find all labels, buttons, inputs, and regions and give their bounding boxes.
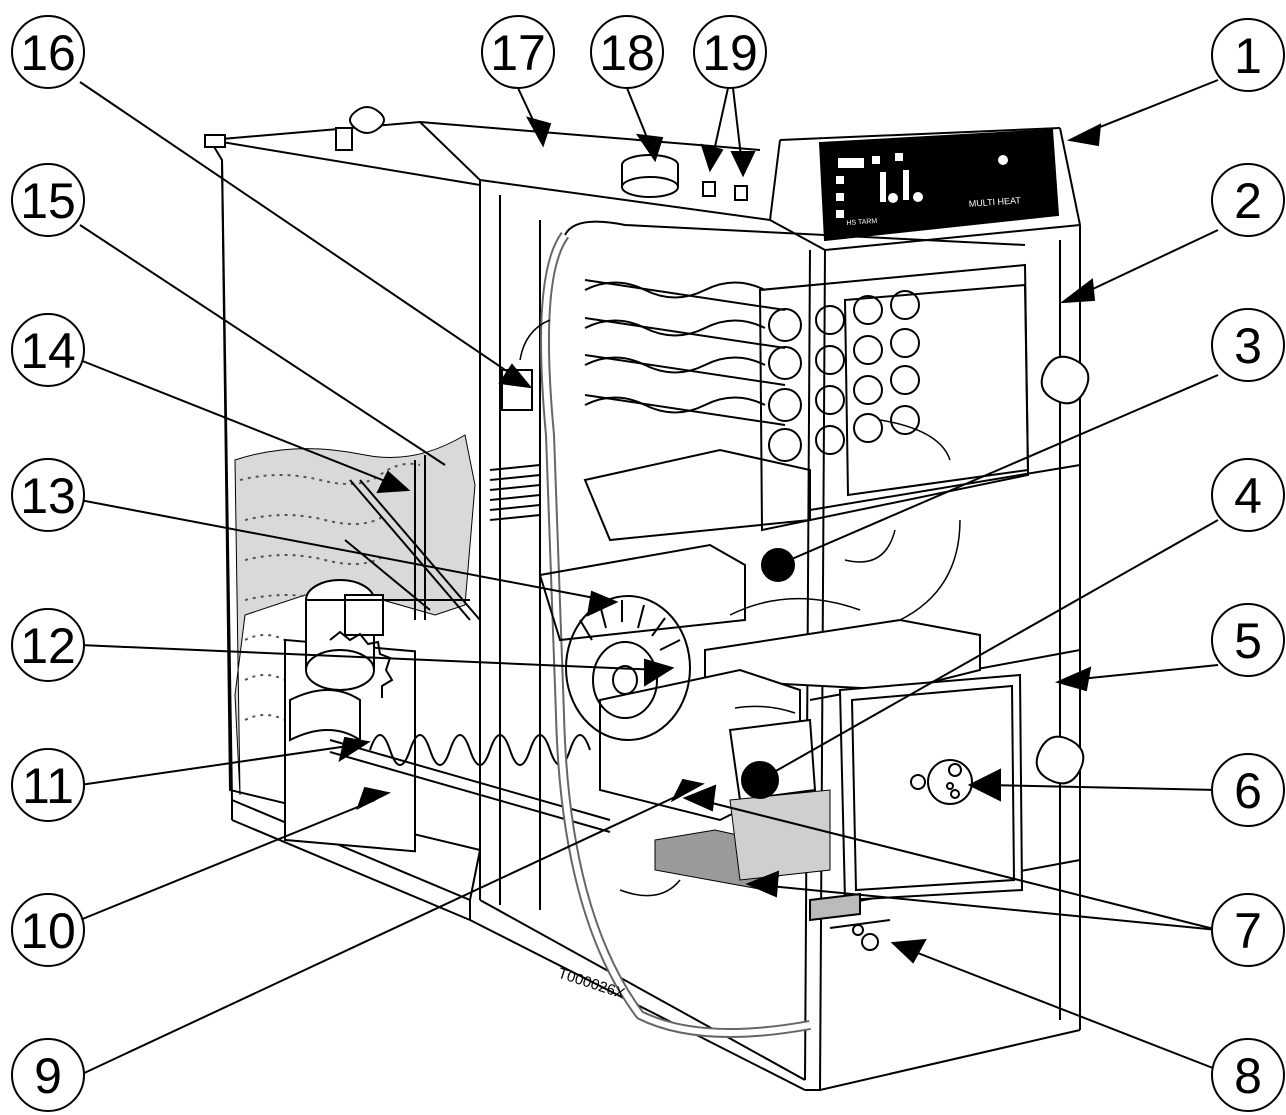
callout-5: 5: [1234, 613, 1262, 669]
callout-12: 12: [20, 618, 76, 674]
callout-3: 3: [1234, 318, 1262, 374]
callout-14: 14: [20, 323, 76, 379]
panel-brand-text: MULTI HEAT: [968, 195, 1021, 209]
control-panel: [818, 128, 1060, 242]
callout-10: 10: [20, 903, 76, 959]
callout-9: 9: [34, 1048, 62, 1104]
vent-grille: [489, 464, 541, 521]
callout-18: 18: [599, 25, 655, 81]
water-jacket: [540, 232, 811, 1038]
ash-door-porthole: [910, 759, 973, 805]
callout-circles: [11, 15, 1285, 1112]
callout-4: 4: [1234, 468, 1262, 524]
boiler-body: [469, 127, 1081, 1091]
callout-16: 16: [20, 25, 76, 81]
burner-ash-bed: [654, 789, 891, 951]
door-knobs: [1035, 355, 1090, 785]
callout-13: 13: [20, 468, 76, 524]
callout-8: 8: [1234, 1048, 1262, 1104]
hopper-lid-knob: [335, 106, 385, 151]
callout-11: 11: [22, 758, 74, 814]
hopper-agitator: [340, 455, 481, 621]
leader-lines: [79, 79, 1219, 1076]
callout-19: 19: [702, 25, 758, 81]
boiler-illustration: [204, 106, 1090, 1091]
callout-2: 2: [1234, 173, 1262, 229]
callout-7: 7: [1234, 903, 1262, 959]
callout-15: 15: [20, 173, 76, 229]
callout-1: 1: [1234, 28, 1262, 84]
top-fittings: [621, 154, 748, 201]
callout-labels: 1 2 3 4 5 6 7 8 9 10 11 12 13 14 15 16 1…: [20, 25, 1262, 1104]
panel-maker-text: HS TARM: [846, 218, 877, 227]
callout-6: 6: [1234, 763, 1262, 819]
callout-17: 17: [490, 25, 546, 81]
flow-arrows: [519, 319, 961, 897]
heat-exchanger-tubes: [564, 220, 1030, 532]
